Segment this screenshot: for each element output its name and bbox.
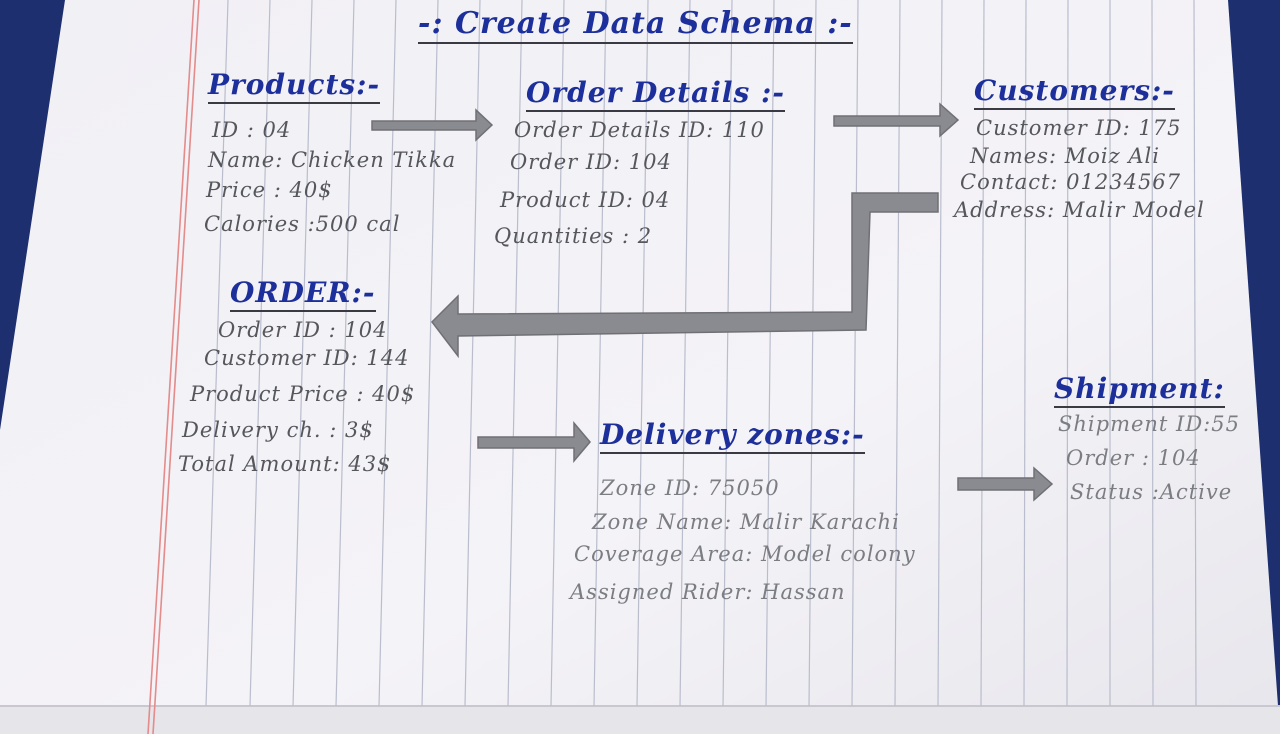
delivery-zones-field: Coverage Area: Model colony — [574, 542, 916, 566]
shipment-field: Shipment ID:55 — [1058, 412, 1240, 436]
products-heading: Products:- — [208, 68, 381, 104]
arrow-delivery-zones-to-shipment — [957, 466, 1054, 502]
customers-field: Contact: 01234567 — [960, 170, 1182, 194]
binding-strip — [0, 706, 1280, 734]
products-field: Name: Chicken Tikka — [208, 148, 457, 172]
order-field: Product Price : 40$ — [190, 382, 416, 406]
customers-field: Names: Moiz Ali — [970, 144, 1160, 168]
order-field: Order ID : 104 — [218, 318, 388, 342]
arrow-customers-to-order — [431, 192, 939, 359]
products-field: ID : 04 — [212, 118, 292, 142]
connector-arrows — [371, 102, 1054, 502]
order-field: Delivery ch. : 3$ — [182, 418, 374, 442]
arrow-order-details-to-customers — [833, 102, 960, 138]
order-details-field: Product ID: 04 — [500, 188, 671, 212]
order-field: Total Amount: 43$ — [178, 452, 392, 476]
delivery-zones-field: Assigned Rider: Hassan — [570, 580, 846, 604]
shipment-heading: Shipment: — [1054, 372, 1225, 408]
customers-field: Customer ID: 175 — [976, 116, 1182, 140]
customers-field: Address: Malir Model — [954, 198, 1205, 222]
order-details-field: Order ID: 104 — [510, 150, 672, 174]
products-field: Calories :500 cal — [204, 212, 401, 236]
shipment-field: Order : 104 — [1066, 446, 1201, 470]
delivery-zones-heading: Delivery zones:- — [600, 418, 865, 454]
delivery-zones-field: Zone ID: 75050 — [600, 476, 780, 500]
delivery-zones-field: Zone Name: Malir Karachi — [592, 510, 900, 534]
order-heading: ORDER:- — [230, 276, 376, 312]
shipment-field: Status :Active — [1070, 480, 1233, 504]
diagram-title: -: Create Data Schema :- — [418, 6, 853, 44]
arrow-order-to-delivery-zones — [477, 420, 591, 464]
arrow-products-to-order-details — [371, 108, 494, 142]
order-details-field: Order Details ID: 110 — [514, 118, 765, 142]
order-field: Customer ID: 144 — [204, 346, 410, 370]
margin-lines — [147, 0, 200, 734]
products-field: Price : 40$ — [206, 178, 333, 202]
order-details-field: Quantities : 2 — [494, 224, 653, 248]
customers-heading: Customers:- — [974, 74, 1175, 110]
order-details-heading: Order Details :- — [526, 76, 785, 112]
